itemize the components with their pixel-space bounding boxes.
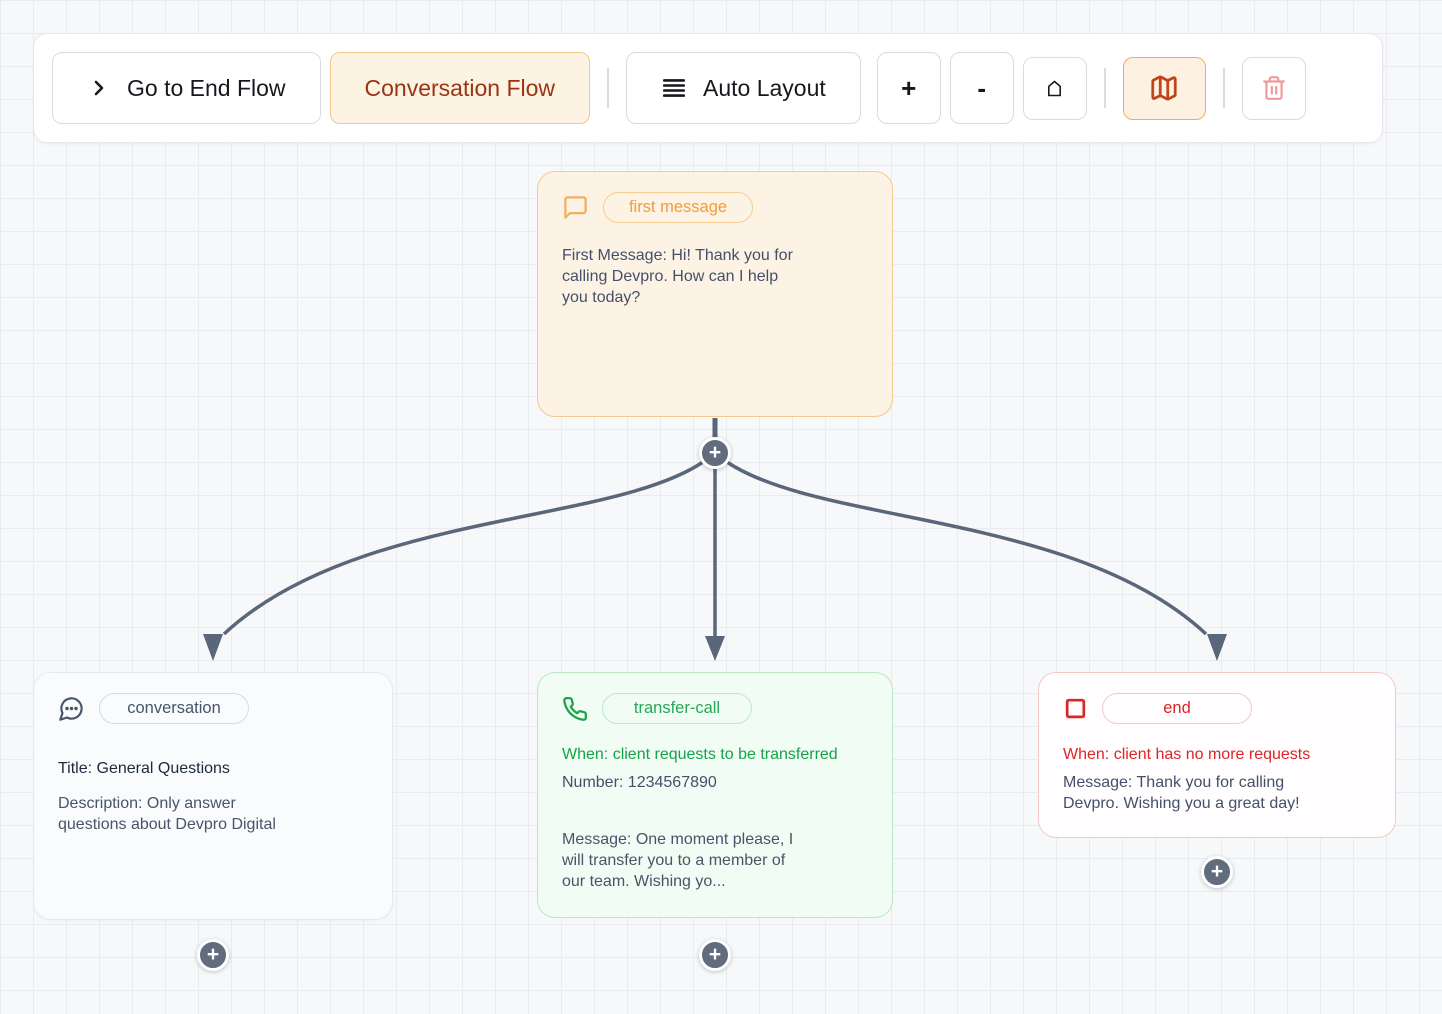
node-transfer-call[interactable]: transfer-call When: client requests to b… — [537, 672, 893, 918]
node-header: conversation — [58, 693, 368, 724]
toolbar-divider — [607, 68, 609, 108]
stop-square-icon — [1063, 696, 1088, 721]
home-icon — [1044, 78, 1065, 99]
chevron-right-icon — [87, 76, 111, 100]
node-end[interactable]: end When: client has no more requests Me… — [1038, 672, 1396, 838]
node-header: transfer-call — [562, 693, 868, 724]
go-to-end-flow-label: Go to End Flow — [127, 74, 286, 101]
toolbar-divider — [1103, 68, 1106, 108]
node-header: first message — [562, 192, 868, 223]
align-justify-icon — [661, 75, 687, 101]
conversation-title: Title: General Questions — [58, 760, 230, 777]
node-type-badge: first message — [603, 192, 753, 223]
end-message-text: Message: Thank you for calling Devpro. W… — [1063, 774, 1300, 813]
plus-icon: + — [206, 942, 220, 966]
arrowhead-transfer — [705, 636, 725, 661]
node-type-badge: transfer-call — [602, 693, 752, 724]
plus-glyph: + — [901, 73, 917, 103]
phone-icon — [562, 696, 588, 722]
node-type-badge: conversation — [99, 693, 249, 724]
minimap-toggle-button[interactable] — [1122, 56, 1206, 120]
node-type-badge: end — [1102, 693, 1252, 724]
edge-hub-to-conversation — [222, 460, 704, 636]
toolbar: Go to End Flow Conversation Flow Auto La… — [33, 33, 1383, 143]
fit-view-button[interactable] — [1022, 56, 1087, 120]
plus-icon: + — [708, 440, 722, 464]
edge-hub-to-end — [726, 460, 1208, 636]
delete-button[interactable] — [1241, 56, 1306, 120]
end-when-text: When: client has no more requests — [1063, 746, 1311, 763]
node-header: end — [1063, 693, 1371, 724]
zoom-in-button[interactable]: + — [876, 52, 941, 124]
transfer-number-text: Number: 1234567890 — [562, 774, 717, 792]
trash-icon — [1261, 75, 1287, 101]
node-first-message[interactable]: first message First Message: Hi! Thank y… — [537, 171, 893, 417]
map-icon — [1149, 73, 1179, 103]
transfer-message-text: Message: One moment please, I will trans… — [562, 831, 794, 891]
add-node-button-conversation[interactable]: + — [197, 939, 229, 971]
add-node-button-end[interactable]: + — [1201, 856, 1233, 888]
minus-glyph: - — [977, 73, 987, 103]
first-message-text: First Message: Hi! Thank you for calling… — [562, 247, 793, 307]
add-node-button-hub[interactable]: + — [699, 437, 731, 469]
go-to-end-flow-button[interactable]: Go to End Flow — [52, 52, 321, 124]
arrowhead-conversation — [203, 634, 223, 661]
toolbar-divider — [1222, 68, 1225, 108]
conversation-flow-button[interactable]: Conversation Flow — [329, 52, 590, 124]
arrowhead-end — [1207, 634, 1227, 661]
plus-icon: + — [1210, 859, 1224, 883]
add-node-button-transfer[interactable]: + — [699, 939, 731, 971]
message-square-icon — [562, 194, 589, 221]
conversation-description: Description: Only answer questions about… — [58, 795, 276, 834]
auto-layout-label: Auto Layout — [703, 74, 826, 101]
message-circle-dots-icon — [58, 695, 85, 722]
transfer-when-text: When: client requests to be transferred — [562, 746, 838, 763]
zoom-out-button[interactable]: - — [949, 52, 1014, 124]
conversation-flow-label: Conversation Flow — [364, 74, 555, 101]
auto-layout-button[interactable]: Auto Layout — [626, 52, 861, 124]
node-conversation[interactable]: conversation Title: General Questions De… — [33, 672, 393, 920]
plus-icon: + — [708, 942, 722, 966]
